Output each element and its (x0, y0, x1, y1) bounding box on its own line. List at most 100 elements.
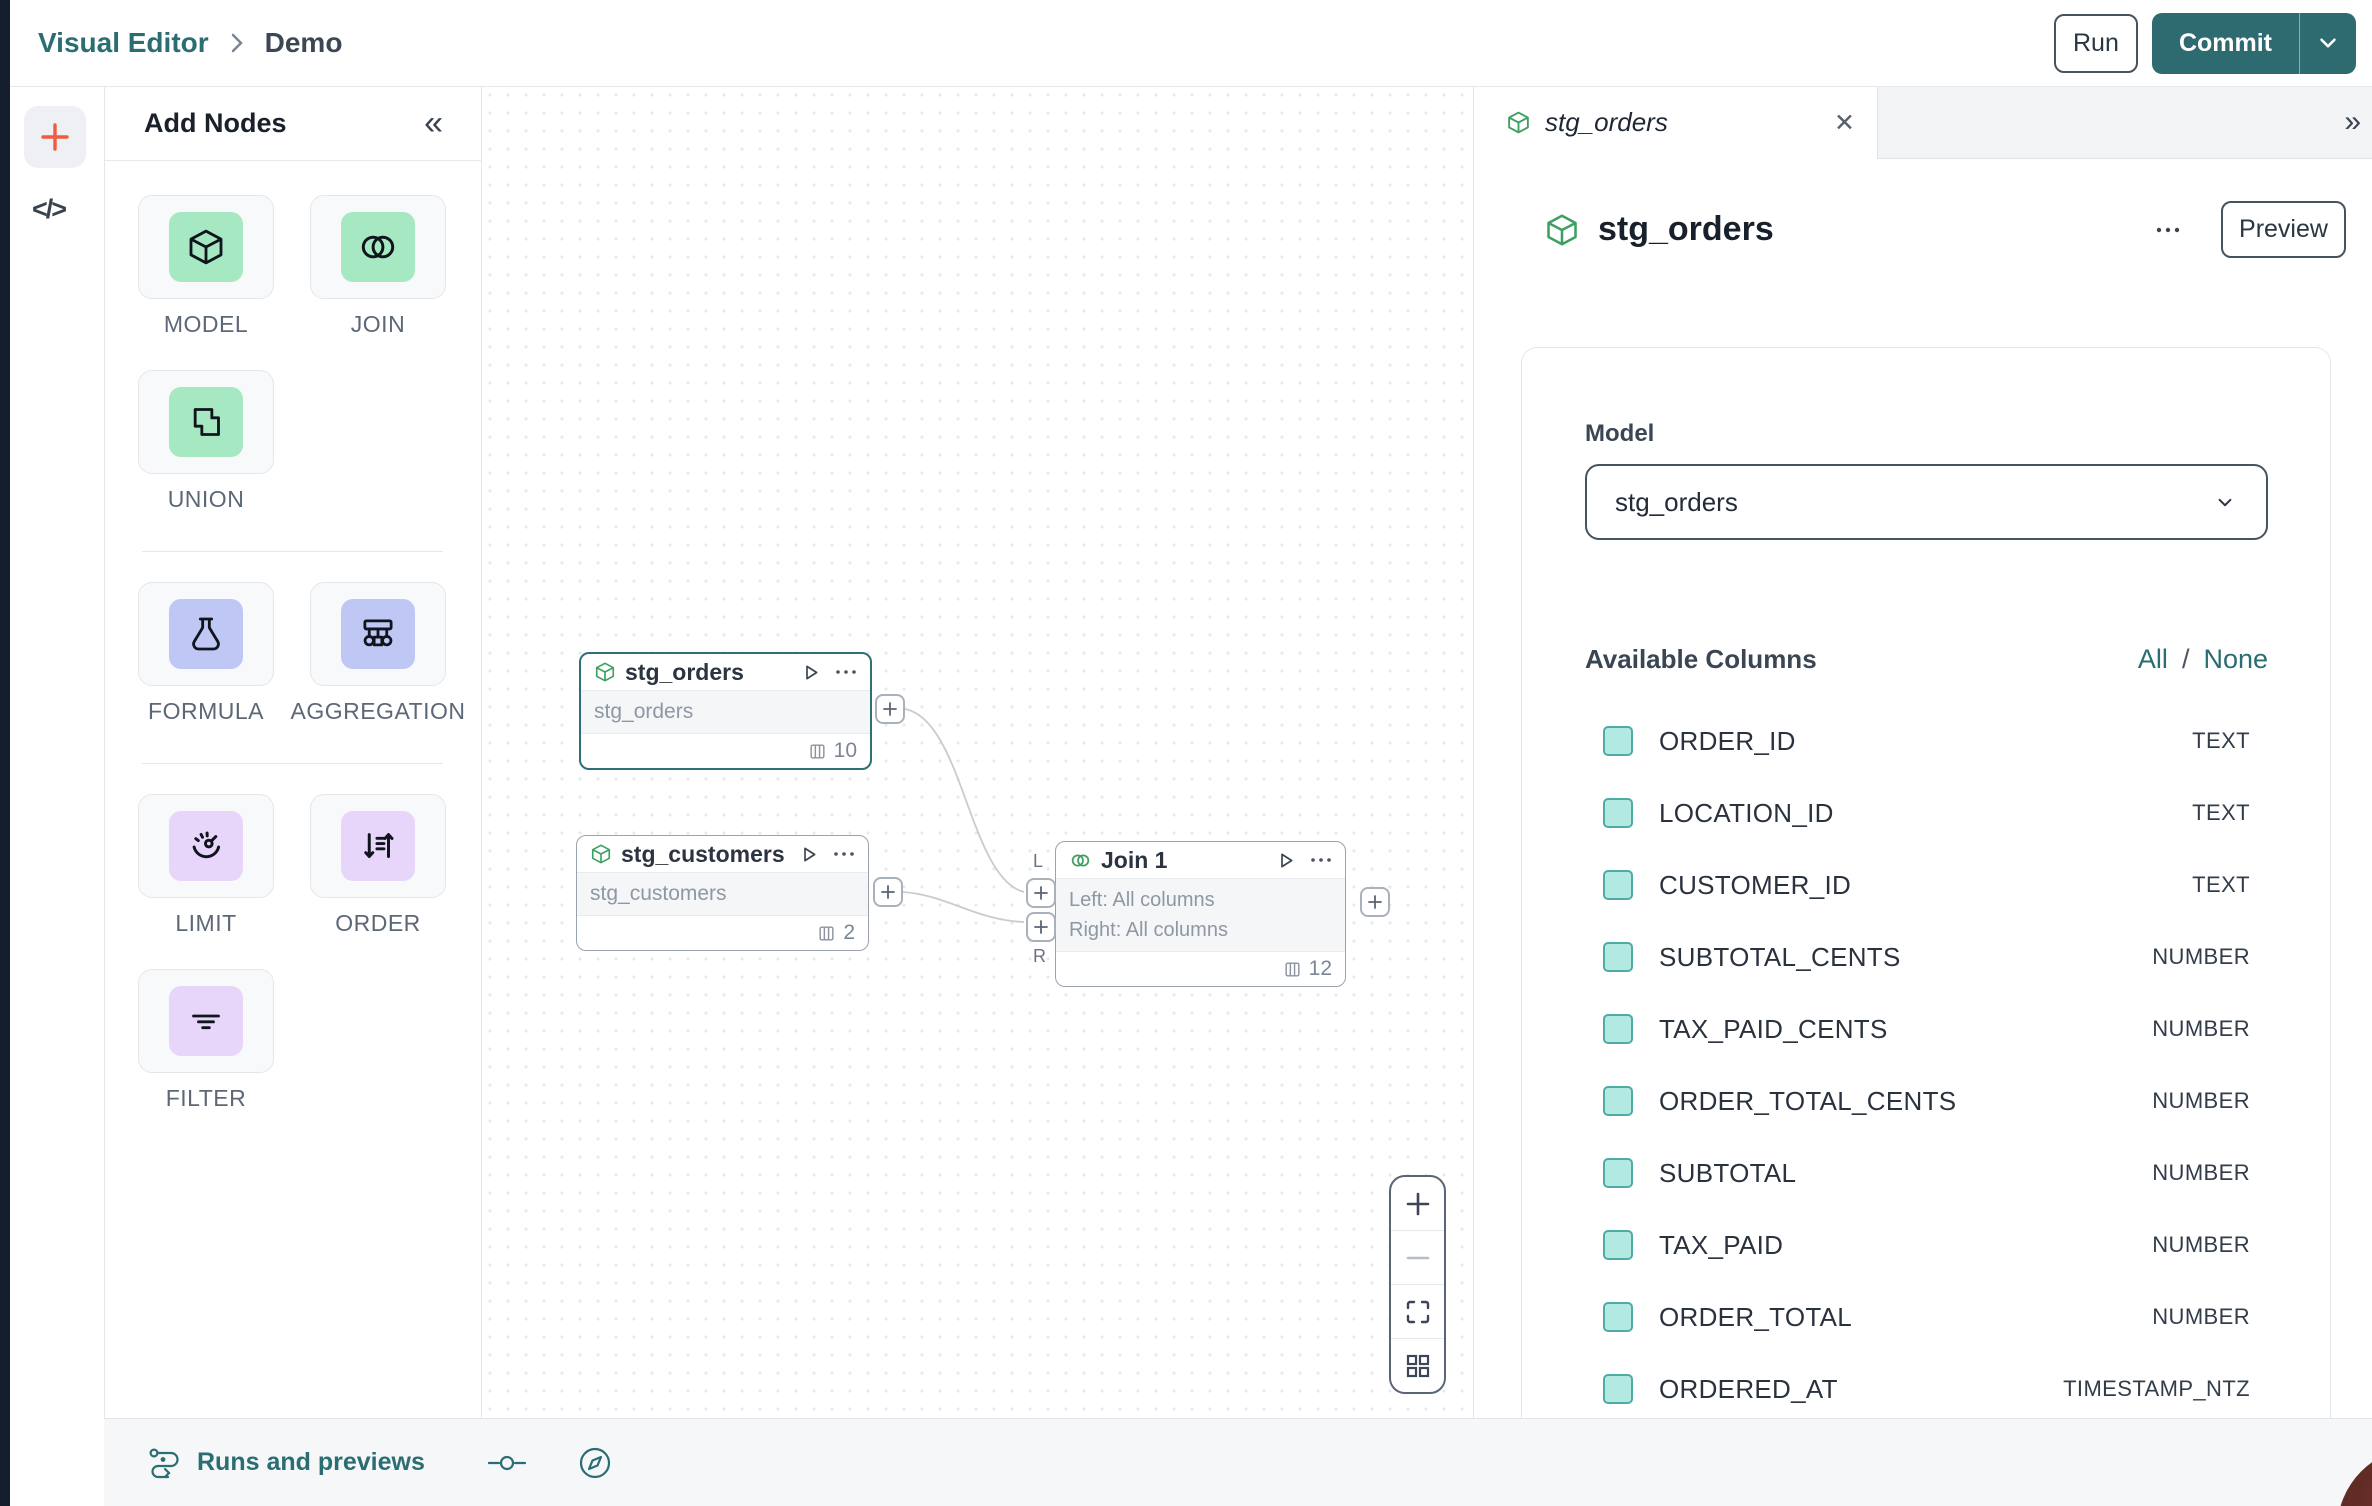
code-view-button[interactable]: </> (32, 194, 65, 225)
runs-and-previews-button[interactable]: Runs and previews (148, 1447, 425, 1479)
column-checkbox[interactable] (1603, 726, 1633, 756)
collapse-panel-icon[interactable]: « (424, 106, 443, 140)
status-bar: Runs and previews (104, 1418, 2372, 1506)
column-checkbox[interactable] (1603, 798, 1633, 828)
node-tile-order[interactable]: ORDER (310, 794, 446, 937)
columns-icon (808, 742, 827, 761)
chevron-down-icon (2315, 30, 2341, 56)
node-tile-filter[interactable]: FILTER (138, 969, 274, 1112)
column-row: TAX_PAID_CENTS NUMBER (1585, 993, 2268, 1065)
available-columns-label: Available Columns (1585, 644, 1817, 675)
add-nodes-title: Add Nodes (144, 108, 287, 139)
node-tile-limit[interactable]: LIMIT (138, 794, 274, 937)
run-button[interactable]: Run (2054, 14, 2138, 73)
filter-lines-icon (169, 986, 243, 1056)
commit-dropdown-button[interactable] (2300, 13, 2356, 74)
column-checkbox[interactable] (1603, 870, 1633, 900)
model-cube-icon (590, 843, 612, 865)
model-cube-icon (594, 661, 616, 683)
column-row: SUBTOTAL NUMBER (1585, 1137, 2268, 1209)
column-checkbox[interactable] (1603, 1086, 1633, 1116)
plus-icon (883, 702, 897, 716)
output-port-stg-customers[interactable] (873, 877, 903, 907)
node-tile-join[interactable]: JOIN (310, 195, 446, 338)
column-row: ORDER_ID TEXT (1585, 705, 2268, 777)
column-checkbox[interactable] (1603, 1158, 1633, 1188)
node-tile-aggregation[interactable]: AGGREGATION (310, 582, 446, 725)
column-checkbox[interactable] (1603, 1302, 1633, 1332)
join-circles-icon (341, 212, 415, 282)
model-select[interactable]: stg_orders (1585, 464, 2268, 540)
header-actions: Run Commit (2054, 13, 2372, 74)
column-checkbox[interactable] (1603, 1230, 1633, 1260)
column-row: CUSTOMER_ID TEXT (1585, 849, 2268, 921)
node-tile-union[interactable]: UNION (138, 370, 274, 513)
add-node-rail-button[interactable] (24, 106, 86, 168)
model-field-label: Model (1585, 420, 2268, 448)
output-port-stg-orders[interactable] (875, 694, 905, 724)
minimap-grid-button[interactable] (1391, 1339, 1444, 1392)
node-menu-icon[interactable] (1310, 856, 1332, 864)
collapse-inspector-icon[interactable]: » (2344, 86, 2358, 158)
zoom-in-button[interactable] (1391, 1177, 1444, 1231)
join-right-input-port[interactable] (1026, 912, 1056, 942)
plus-icon (1368, 895, 1382, 909)
zoom-out-button[interactable] (1391, 1231, 1444, 1285)
column-row: ORDERED_AT TIMESTAMP_NTZ (1585, 1353, 2268, 1425)
canvas-node-stg-customers[interactable]: stg_customers stg_customers 2 (576, 835, 869, 951)
column-row: LOCATION_ID TEXT (1585, 777, 2268, 849)
breadcrumb: Visual Editor Demo (10, 27, 342, 59)
column-row: TAX_PAID NUMBER (1585, 1209, 2268, 1281)
close-tab-icon[interactable]: ✕ (1834, 108, 1855, 138)
plus-icon (1405, 1191, 1431, 1217)
limit-gauge-icon (169, 811, 243, 881)
app-edge-strip (0, 0, 10, 1506)
canvas-node-stg-orders[interactable]: stg_orders stg_orders 10 (579, 652, 872, 770)
plus-icon (1034, 920, 1048, 934)
column-row: ORDER_TOTAL NUMBER (1585, 1281, 2268, 1353)
fullscreen-icon (1405, 1299, 1431, 1325)
columns-list: ORDER_ID TEXT LOCATION_ID TEXT CUSTOMER_… (1585, 705, 2268, 1425)
pipeline-canvas[interactable]: stg_orders stg_orders 10 stg_customers (481, 86, 1473, 1418)
tab-stg-orders[interactable]: stg_orders ✕ (1474, 86, 1878, 159)
node-tile-model[interactable]: MODEL (138, 195, 274, 338)
column-checkbox[interactable] (1603, 1014, 1633, 1044)
inspector-title: stg_orders (1598, 210, 1774, 249)
minus-icon (1405, 1245, 1431, 1271)
play-icon[interactable] (800, 662, 821, 683)
join-right-port-label: R (1033, 946, 1046, 967)
select-all-link[interactable]: All (2138, 644, 2168, 675)
available-columns-header: Available Columns All / None (1585, 644, 2268, 675)
breadcrumb-visual-editor-link[interactable]: Visual Editor (38, 27, 209, 59)
node-tile-formula[interactable]: FORMULA (138, 582, 274, 725)
top-header: Visual Editor Demo Run Commit (10, 0, 2372, 87)
commit-icon[interactable] (487, 1452, 527, 1474)
play-icon[interactable] (798, 844, 819, 865)
plus-icon (881, 885, 895, 899)
inspector-tabbar: stg_orders ✕ » (1474, 86, 2372, 159)
output-port-join-1[interactable] (1360, 887, 1390, 917)
node-menu-icon[interactable] (833, 850, 855, 858)
grid-icon (1405, 1353, 1431, 1379)
canvas-zoom-controls (1389, 1175, 1446, 1394)
play-icon[interactable] (1275, 850, 1296, 871)
commit-button[interactable]: Commit (2152, 13, 2300, 74)
inspector-menu-icon[interactable] (2155, 226, 2181, 234)
preview-button[interactable]: Preview (2221, 201, 2346, 258)
canvas-node-join-1[interactable]: Join 1 Left: All columns Right: All colu… (1055, 841, 1346, 987)
model-cube-icon (1544, 212, 1580, 248)
compass-icon[interactable] (577, 1445, 613, 1481)
column-row: SUBTOTAL_CENTS NUMBER (1585, 921, 2268, 993)
column-checkbox[interactable] (1603, 942, 1633, 972)
join-left-input-port[interactable] (1026, 878, 1056, 908)
chevron-down-icon (2212, 489, 2238, 515)
add-nodes-panel: Add Nodes « MODEL JOIN (104, 86, 482, 1418)
join-circles-icon (1069, 849, 1092, 872)
select-none-link[interactable]: None (2203, 644, 2268, 675)
fit-view-button[interactable] (1391, 1285, 1444, 1339)
node-menu-icon[interactable] (835, 668, 857, 676)
column-checkbox[interactable] (1603, 1374, 1633, 1404)
left-icon-rail: </> (10, 86, 105, 1506)
formula-flask-icon (169, 599, 243, 669)
